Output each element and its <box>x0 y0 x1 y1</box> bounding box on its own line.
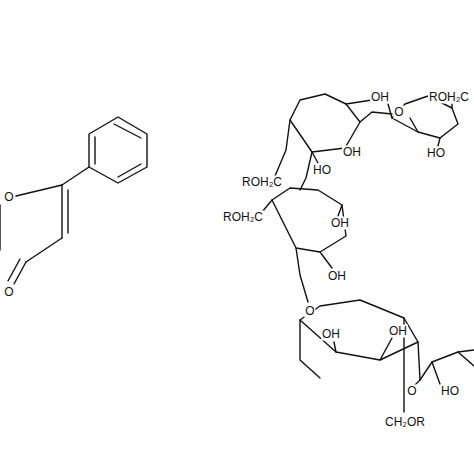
glycosidic-bond <box>296 248 308 302</box>
atom-label: OH <box>388 325 408 338</box>
bond <box>26 238 62 262</box>
bond <box>438 138 440 146</box>
glucose-ring <box>290 94 360 152</box>
glycosidic-bond <box>300 152 312 190</box>
glucose-ring <box>300 300 418 360</box>
substituent-label: ROH₂C <box>241 176 283 189</box>
bond <box>380 338 392 360</box>
bond <box>0 205 1 250</box>
bond <box>61 185 62 238</box>
bond <box>334 342 336 352</box>
bond <box>275 120 290 176</box>
substituent-label: ROH₂C <box>222 211 264 224</box>
bond <box>312 152 318 163</box>
bond <box>458 352 474 366</box>
atom-label: HO <box>440 385 460 398</box>
bond <box>410 118 418 132</box>
double-bond <box>114 124 141 138</box>
atom-label: O <box>406 385 417 398</box>
atom-label: O <box>3 191 14 204</box>
phenyl-ring <box>89 117 147 183</box>
bond <box>338 205 342 216</box>
bond <box>62 167 89 185</box>
atom-label: O <box>393 106 404 119</box>
bond <box>432 362 440 384</box>
double-bond <box>118 164 141 177</box>
atom-label: HO <box>312 164 332 177</box>
atom-label: O <box>3 286 14 299</box>
bond <box>346 100 372 104</box>
glycosidic-bond <box>414 342 420 386</box>
glucose-ring <box>420 350 474 380</box>
substituent-label: CH₂OR <box>384 416 426 429</box>
bond <box>16 185 62 196</box>
atom-label: O <box>304 305 315 318</box>
bond <box>451 104 452 108</box>
substituent-label: ROH₂C <box>428 91 470 104</box>
bond <box>320 252 332 268</box>
double-bond <box>67 190 68 233</box>
double-bond <box>8 259 20 281</box>
bond <box>300 320 320 378</box>
bond <box>388 104 392 118</box>
atom-label: OH <box>370 91 390 104</box>
atom-label: OH <box>327 270 347 283</box>
glycosidic-bond <box>360 112 392 122</box>
atom-label: OH <box>330 217 350 230</box>
atom-label: OH <box>342 146 362 159</box>
atom-label: OH <box>321 328 341 341</box>
atom-label: HO <box>426 147 446 160</box>
double-bond <box>94 137 95 164</box>
